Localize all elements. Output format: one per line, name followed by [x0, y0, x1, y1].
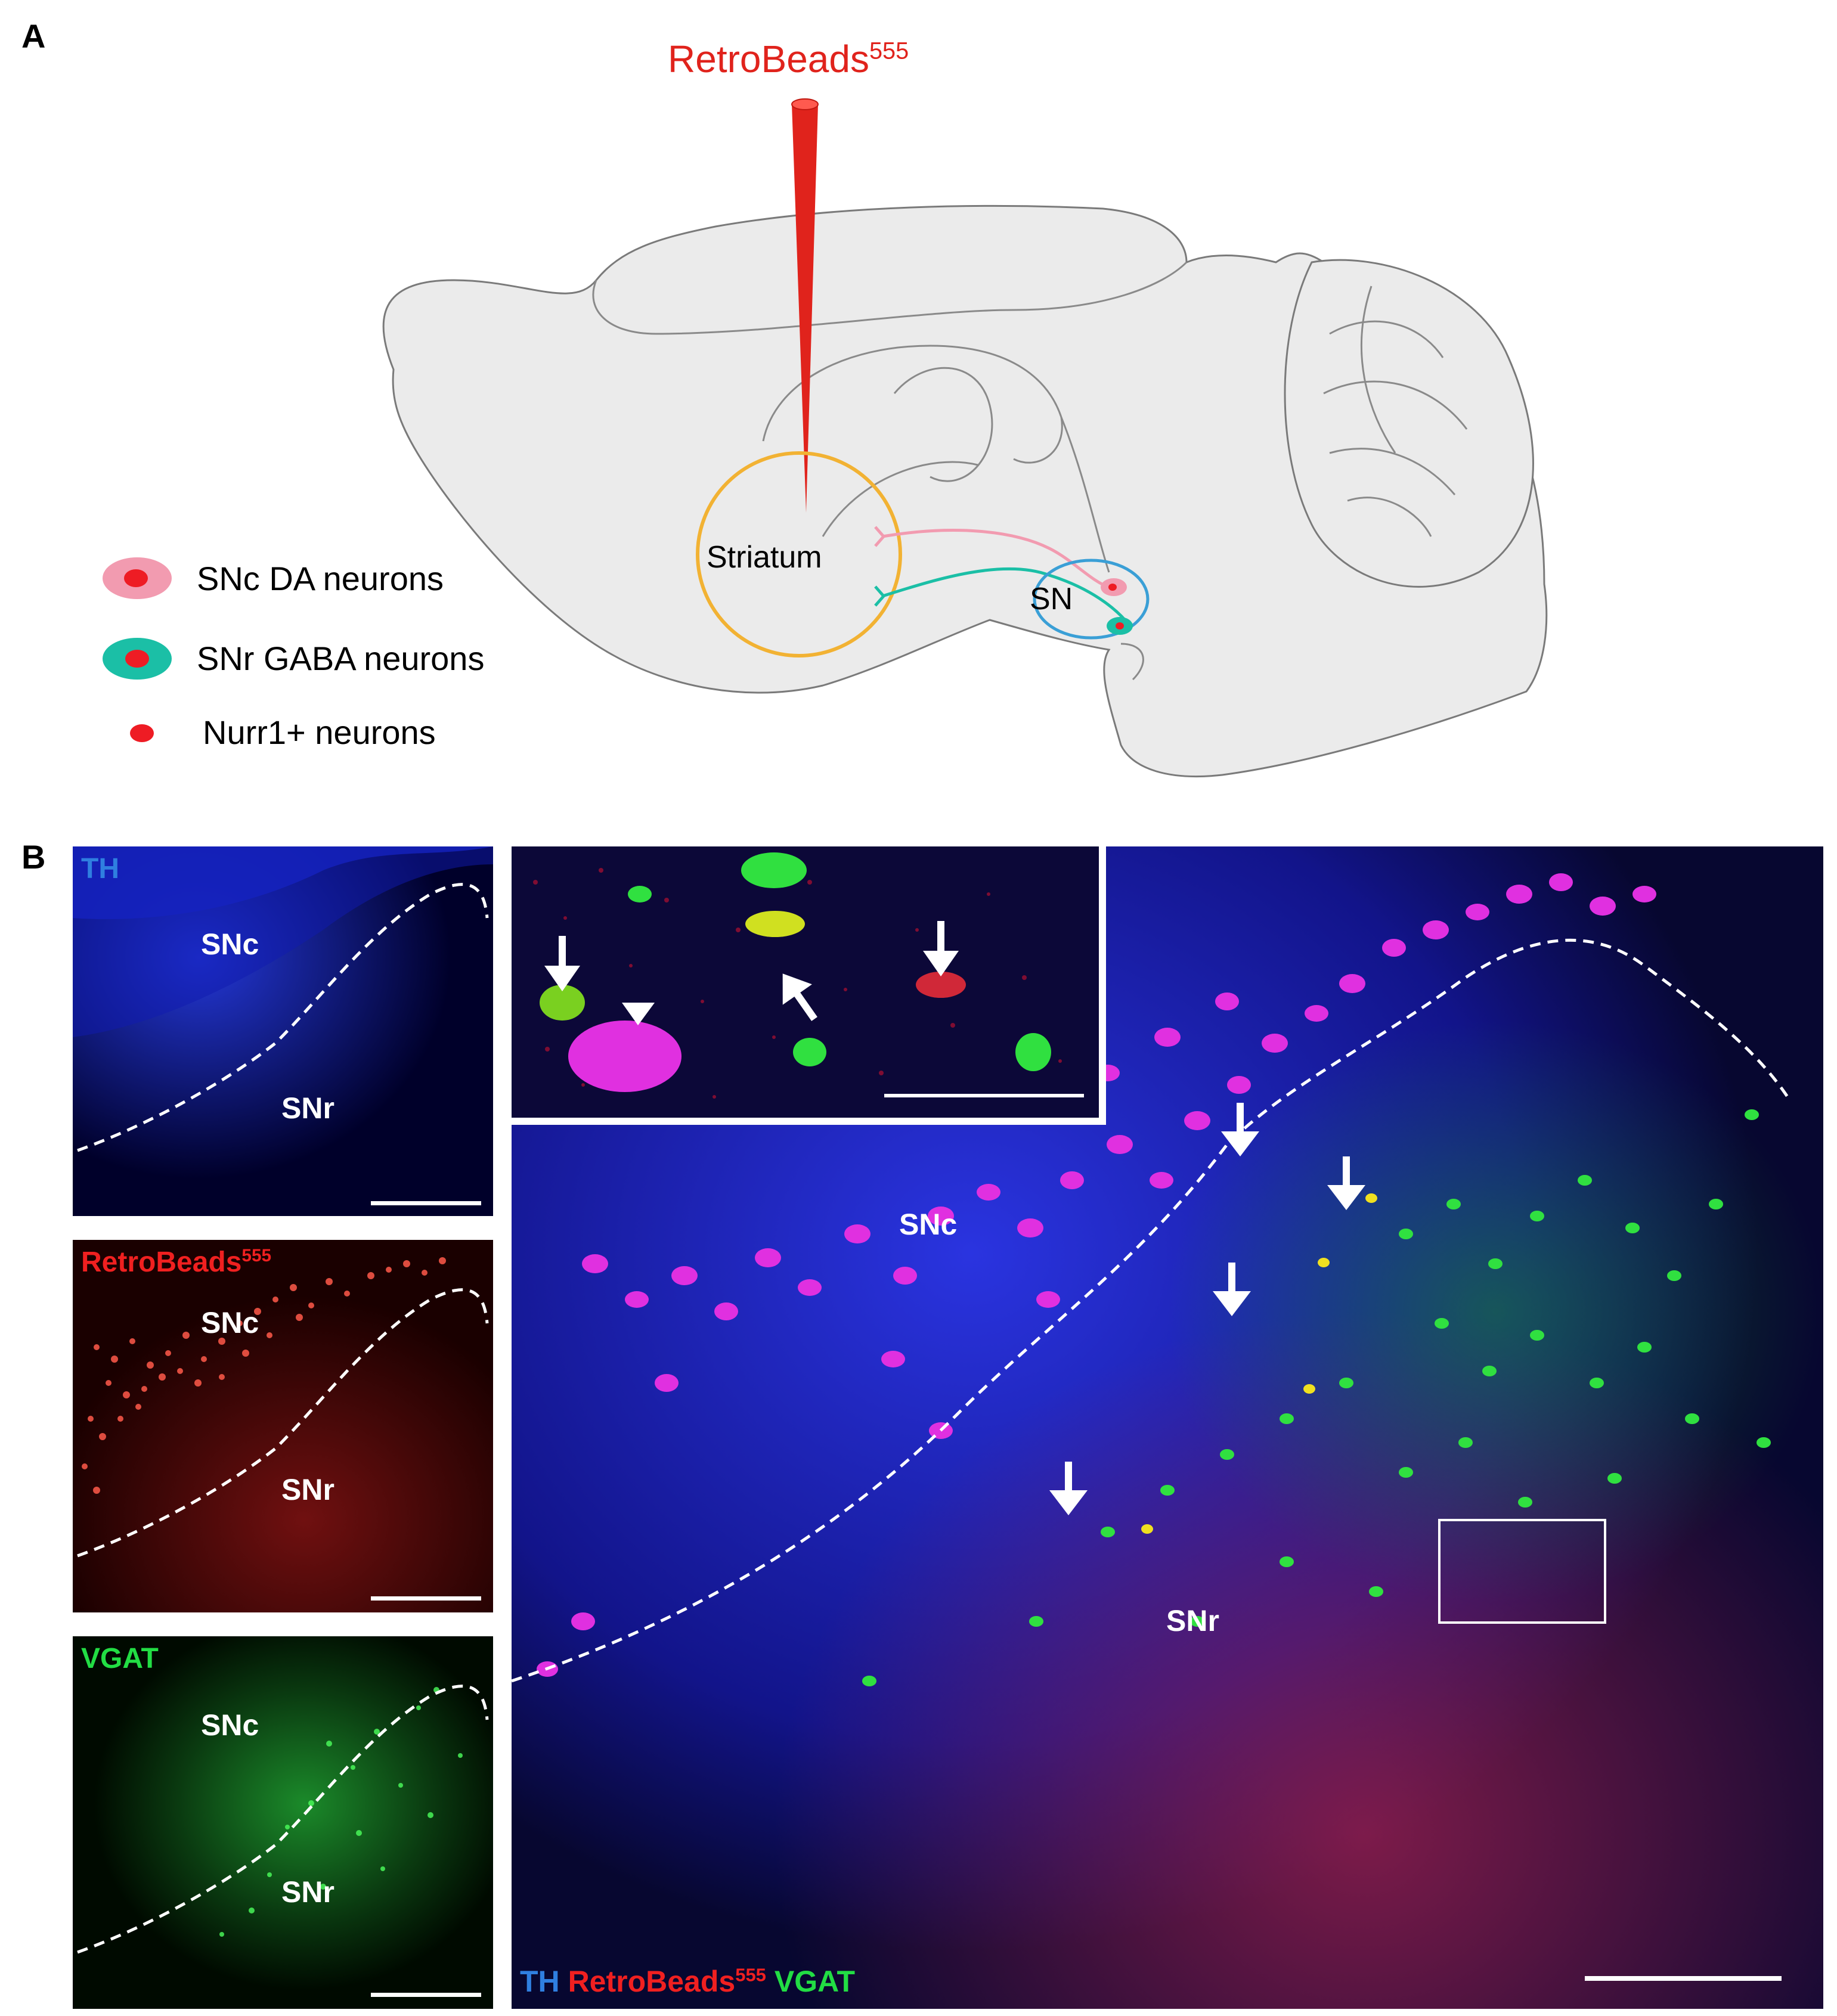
retrobeads-snr-label: SNr: [281, 1473, 334, 1506]
legend-snr-nucleus: [125, 650, 149, 668]
merged-caption-th: TH: [520, 1965, 560, 1998]
merged-caption-retrobeads-name: RetroBeads: [568, 1965, 736, 1998]
tracer-title-superscript: 555: [869, 38, 909, 64]
retrobeads-boundary: [77, 1288, 489, 1558]
arrow-icon: [1327, 1156, 1365, 1210]
retrobeads-snc-label: SNc: [201, 1306, 259, 1339]
injection-needle: [792, 104, 818, 513]
panel-letter-b: B: [21, 838, 46, 876]
vgat-channel-label: VGAT: [81, 1643, 159, 1674]
legend-snc-label: SNc DA neurons: [197, 560, 444, 597]
merged-snr-label: SNr: [1166, 1604, 1219, 1637]
ventricle-line: [893, 367, 993, 482]
vgat-scale-bar: [371, 1993, 481, 1997]
retrobeads-channel-name: RetroBeads: [81, 1246, 242, 1278]
snr-projection-fiber: [882, 567, 1131, 627]
retrobeads-image: [73, 1240, 493, 1612]
legend-nurr1-label: Nurr1+ neurons: [203, 714, 436, 751]
thalamus-line: [822, 461, 978, 537]
retrobeads-cells: [82, 1257, 446, 1494]
th-channel-panel: TH SNc SNr: [73, 846, 493, 1216]
inset-region-box: [1438, 1519, 1606, 1624]
th-scale-bar: [371, 1201, 481, 1205]
legend-snr-label: SNr GABA neurons: [197, 640, 485, 677]
injection-needle-top: [791, 98, 819, 110]
merged-arrows: [1049, 1103, 1365, 1515]
striatum-circle: [696, 451, 902, 657]
inset-scale-bar: [884, 1094, 1084, 1097]
sn-ellipse: [1033, 559, 1150, 640]
th-snr-label: SNr: [281, 1091, 334, 1125]
snr-terminal: [874, 585, 886, 607]
legend-snc-nucleus: [124, 569, 148, 587]
inset-zoom-panel: [512, 846, 1106, 1125]
inset-green-cell: [1015, 1033, 1051, 1071]
th-image: [73, 846, 493, 1216]
cerebellum: [1284, 259, 1534, 588]
pons-notch: [1120, 643, 1144, 681]
arrow-icon: [782, 973, 817, 1021]
retrobeads-scale-bar: [371, 1596, 481, 1601]
snc-cell-nucleus: [1108, 584, 1117, 591]
vgat-cells: [219, 1687, 463, 1937]
corpus-callosum-line: [592, 261, 1188, 335]
inset-green-cell: [793, 1038, 826, 1066]
inset-green-cell: [628, 886, 652, 902]
snc-terminal: [874, 526, 886, 547]
striatum-label: Striatum: [707, 540, 822, 575]
merged-colabeled-cells: [1141, 1193, 1377, 1534]
tracer-title: RetroBeads555: [668, 37, 909, 81]
vgat-boundary: [77, 1685, 489, 1954]
panel-letter-a: A: [21, 17, 46, 55]
arrowhead-icon: [622, 1003, 655, 1025]
inset-red-cell: [916, 972, 966, 998]
th-boundary: [77, 883, 489, 1152]
arrow-icon: [1049, 1462, 1088, 1515]
arrow-icon: [544, 936, 580, 991]
merged-caption-retrobeads-superscript: 555: [735, 1964, 766, 1986]
snc-projection-fiber: [882, 529, 1110, 589]
inset-arrows: [544, 921, 959, 1021]
sn-label: SN: [1030, 582, 1073, 616]
th-channel-label: TH: [81, 853, 119, 885]
sagittal-brain-schematic: [103, 98, 1548, 777]
merged-snc-label: SNc: [899, 1208, 958, 1241]
inset-green-cell: [741, 852, 807, 888]
vgat-image: [73, 1636, 493, 2009]
merged-scale-bar: [1585, 1976, 1782, 1981]
vgat-channel-panel: VGAT SNc SNr: [73, 1636, 493, 2009]
cerebellum-folia: [1323, 286, 1468, 537]
merged-caption-vgat: VGAT: [774, 1965, 856, 1998]
retrobeads-channel-label: RetroBeads555: [81, 1246, 271, 1279]
merged-caption-retrobeads: RetroBeads555: [568, 1965, 766, 1998]
inset-colabeled-cell: [540, 985, 585, 1021]
arrow-icon: [1221, 1103, 1259, 1156]
retrobeads-channel-panel: RetroBeads555 SNc SNr: [73, 1240, 493, 1612]
arrow-icon: [923, 921, 959, 976]
retrobeads-channel-superscript: 555: [241, 1246, 272, 1266]
midbrain-line: [1060, 417, 1110, 573]
merged-boundary: [512, 938, 1789, 1683]
merged-green-cells: [862, 1109, 1771, 1686]
legend-nurr1-dot: [130, 724, 154, 742]
brain-outline: [382, 204, 1548, 777]
snr-cell-nucleus: [1116, 622, 1124, 629]
inset-colabeled-cell: [745, 911, 805, 937]
inset-image: [512, 846, 1099, 1118]
th-snc-label: SNc: [201, 928, 259, 961]
merged-caption: TH RetroBeads555 VGAT: [520, 1964, 855, 1999]
vgat-snr-label: SNr: [281, 1875, 334, 1909]
arrow-icon: [1213, 1263, 1251, 1316]
vgat-snc-label: SNc: [201, 1708, 259, 1742]
inset-magenta-cell: [568, 1021, 681, 1092]
tracer-title-name: RetroBeads: [668, 38, 869, 80]
